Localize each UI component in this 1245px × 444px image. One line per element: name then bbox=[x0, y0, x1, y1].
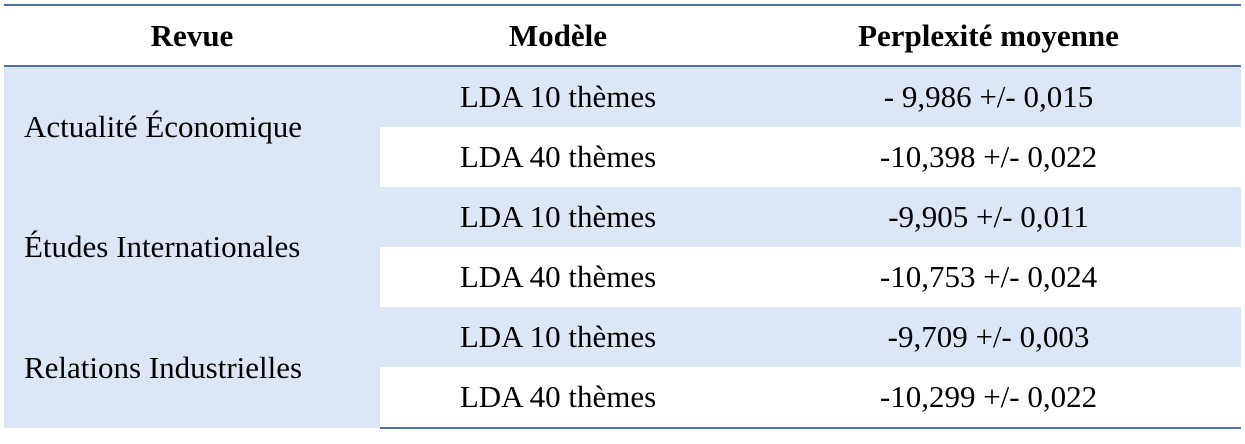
modele-cell: LDA 40 thèmes bbox=[380, 127, 736, 187]
revue-cell: Actualité Économique bbox=[4, 66, 380, 187]
table-row: Relations Industrielles LDA 10 thèmes -9… bbox=[4, 307, 1241, 428]
modele-cell: LDA 40 thèmes bbox=[380, 367, 736, 429]
header-perplexite: Perplexité moyenne bbox=[736, 5, 1241, 66]
perplexite-cell: - 9,986 +/- 0,015 bbox=[736, 66, 1241, 127]
table-header: Revue Modèle Perplexité moyenne bbox=[4, 5, 1241, 66]
perplexite-cell: -9,905 +/- 0,011 bbox=[736, 187, 1241, 247]
perplexite-cell: -10,299 +/- 0,022 bbox=[736, 367, 1241, 429]
table-row: LDA 40 thèmes -10,753 +/- 0,024 bbox=[4, 247, 1241, 307]
revue-cell: Relations Industrielles bbox=[4, 307, 380, 428]
perplexite-cell: -9,709 +/- 0,003 bbox=[736, 307, 1241, 367]
header-row: Revue Modèle Perplexité moyenne bbox=[4, 5, 1241, 66]
perplexity-table: Revue Modèle Perplexité moyenne Actualit… bbox=[4, 4, 1241, 429]
table-row: LDA 40 thèmes -10,299 +/- 0,022 bbox=[4, 367, 1241, 429]
modele-cell: LDA 10 thèmes bbox=[380, 307, 736, 367]
revue-cell: Études Internationales bbox=[4, 187, 380, 307]
modele-cell: LDA 10 thèmes bbox=[380, 187, 736, 247]
table-row: Actualité Économique LDA 10 thèmes - 9,9… bbox=[4, 66, 1241, 187]
table-body: Actualité Économique LDA 10 thèmes - 9,9… bbox=[4, 66, 1241, 429]
modele-cell: LDA 40 thèmes bbox=[380, 247, 736, 307]
modele-cell: LDA 10 thèmes bbox=[380, 66, 736, 127]
perplexite-cell: -10,753 +/- 0,024 bbox=[736, 247, 1241, 307]
header-revue: Revue bbox=[4, 5, 380, 66]
table-row: Études Internationales LDA 10 thèmes -9,… bbox=[4, 187, 1241, 307]
perplexity-table-container: Revue Modèle Perplexité moyenne Actualit… bbox=[4, 4, 1241, 429]
header-modele: Modèle bbox=[380, 5, 736, 66]
table-row: LDA 40 thèmes -10,398 +/- 0,022 bbox=[4, 127, 1241, 187]
perplexite-cell: -10,398 +/- 0,022 bbox=[736, 127, 1241, 187]
